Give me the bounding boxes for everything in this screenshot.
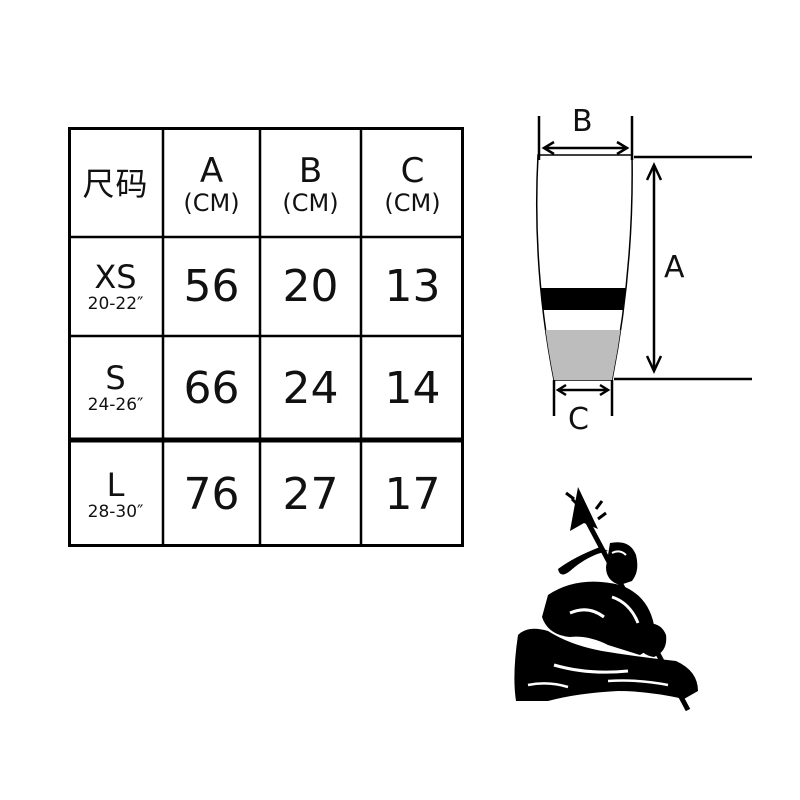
header-size-cell: 尺码	[68, 127, 163, 237]
size-name: L	[106, 465, 125, 504]
header-col-c: C (CM)	[361, 133, 464, 237]
value-b: 24	[282, 362, 339, 414]
sock-measurement-diagram: B A C	[520, 100, 800, 450]
value-cell: 17	[361, 442, 464, 547]
spear-warrior-logo-icon	[508, 485, 708, 715]
value-a: 76	[183, 469, 240, 520]
header-col-b-letter: B	[298, 151, 323, 191]
size-name: S	[105, 359, 126, 397]
size-range: 20-22″	[87, 293, 144, 314]
value-cell: 76	[163, 442, 260, 547]
value-b: 27	[282, 469, 339, 520]
size-cell-l: L 28-30″	[68, 442, 163, 547]
sock-outline-icon	[535, 116, 752, 416]
size-chart-table: 尺码 A (CM) B (CM) C (CM) XS 20-22″ 56 20 …	[68, 127, 464, 547]
value-cell: 66	[163, 336, 260, 440]
value-cell: 27	[260, 442, 361, 547]
value-c: 17	[384, 469, 441, 520]
light-stripe	[536, 330, 633, 380]
value-cell: 13	[361, 237, 464, 336]
size-name: XS	[94, 257, 137, 296]
value-cell: 20	[260, 237, 361, 336]
header-col-a: A (CM)	[163, 133, 260, 237]
value-c: 14	[384, 362, 441, 414]
header-col-a-unit: (CM)	[183, 189, 240, 217]
size-cell-xs: XS 20-22″	[68, 237, 163, 336]
dimension-label-c: C	[568, 402, 589, 437]
table-grid-lines	[68, 127, 464, 547]
dark-stripe	[536, 288, 633, 310]
value-cell: 14	[361, 336, 464, 440]
value-a: 66	[183, 362, 240, 414]
size-range: 24-26″	[87, 395, 144, 415]
value-cell: 24	[260, 336, 361, 440]
header-size-label: 尺码	[82, 165, 149, 203]
dimension-label-b: B	[572, 104, 593, 139]
dimension-label-a: A	[664, 250, 685, 285]
header-col-b: B (CM)	[260, 133, 361, 237]
value-cell: 56	[163, 237, 260, 336]
header-col-c-letter: C	[400, 151, 425, 191]
header-col-b-unit: (CM)	[282, 189, 339, 217]
value-b: 20	[282, 261, 339, 312]
header-col-c-unit: (CM)	[384, 189, 441, 217]
size-range: 28-30″	[87, 501, 144, 522]
value-c: 13	[384, 261, 441, 312]
header-col-a-letter: A	[199, 151, 224, 191]
size-cell-s: S 24-26″	[68, 336, 163, 440]
value-a: 56	[183, 261, 240, 312]
